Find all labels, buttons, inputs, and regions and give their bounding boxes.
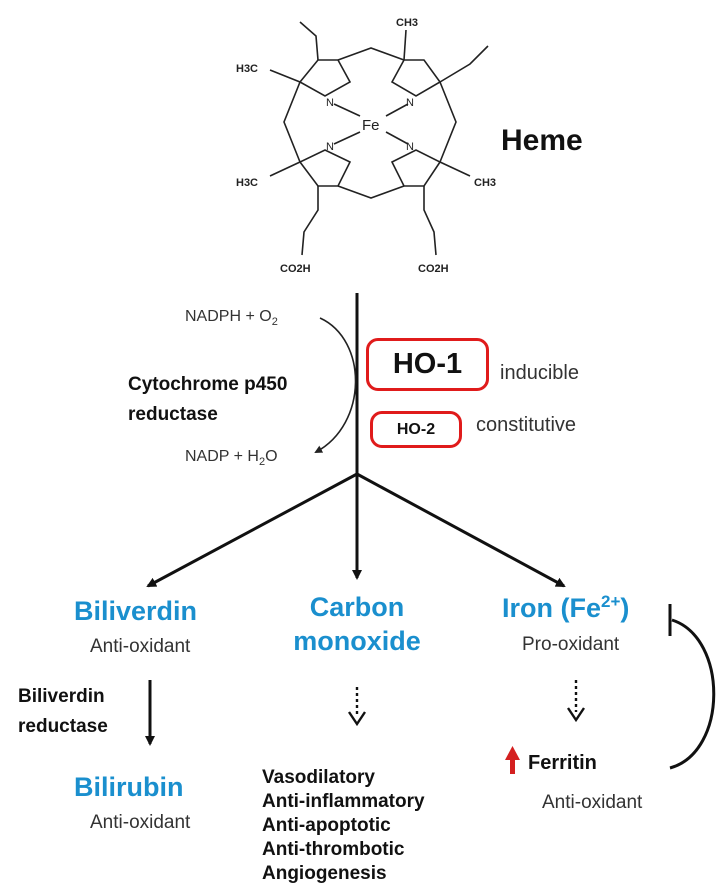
heme-title: Heme xyxy=(501,124,583,157)
ho2-box: HO-2 xyxy=(370,411,462,448)
biliverdin-property: Anti-oxidant xyxy=(90,636,191,657)
ho2-description: constitutive xyxy=(476,414,577,436)
ho1-box: HO-1 xyxy=(366,338,489,391)
iron-name: Iron (Fe2+) xyxy=(502,592,629,624)
cofactor-output-subscript: 2 xyxy=(258,456,266,469)
carbon-monoxide-name: Carbon monoxide xyxy=(272,590,442,658)
ho1-description: inducible xyxy=(500,362,579,384)
iron-property: Pro-oxidant xyxy=(522,634,620,655)
iron-name-prefix: Iron (Fe xyxy=(502,593,601,623)
carbon-monoxide-line1: Carbon xyxy=(309,592,405,622)
dotted-arrowhead-carbon-monoxide xyxy=(348,711,366,727)
biliverdin-reductase-line1: Biliverdin xyxy=(18,686,105,707)
cytochrome-line2: reductase xyxy=(128,404,218,425)
effect-item: Anti-apoptotic xyxy=(262,815,391,836)
cofactor-curved-arrow xyxy=(314,317,357,453)
bilirubin-name: Bilirubin xyxy=(74,772,184,802)
ho1-label: HO-1 xyxy=(392,348,463,380)
bilirubin-property: Anti-oxidant xyxy=(90,812,191,833)
cytochrome-line1: Cytochrome p450 xyxy=(128,374,288,395)
heme-structure xyxy=(269,21,489,256)
n-label-tr: N xyxy=(406,97,414,109)
cofactor-output-text: NADP + H xyxy=(185,448,259,465)
n-label-br: N xyxy=(406,141,414,153)
ch3-right-bottom-label: CH3 xyxy=(474,177,496,189)
biliverdin-reductase-line2: reductase xyxy=(18,716,108,737)
co2h-left-label: CO2H xyxy=(280,263,311,275)
cytochrome-reductase-label: Cytochrome p450 reductase xyxy=(128,370,287,430)
n-label-bl: N xyxy=(326,141,334,153)
arrow-to-biliverdin xyxy=(146,472,358,588)
fe-label: Fe xyxy=(362,117,380,134)
carbon-monoxide-effects: Vasodilatory Anti-inflammatory Anti-apop… xyxy=(262,766,425,886)
biliverdin-name: Biliverdin xyxy=(74,596,198,626)
dotted-arrowhead-iron xyxy=(567,707,585,723)
h3c-left-bottom-label: H3C xyxy=(236,177,258,189)
biliverdin-reductase-label: Biliverdin reductase xyxy=(18,682,108,742)
co2h-right-label: CO2H xyxy=(418,263,449,275)
ferritin-property: Anti-oxidant xyxy=(542,792,643,813)
cofactor-input-subscript: 2 xyxy=(271,316,278,329)
feedback-inhibition-arc xyxy=(669,618,716,770)
ch3-top-label: CH3 xyxy=(396,17,418,29)
arrow-to-iron xyxy=(356,472,566,588)
effect-item: Anti-thrombotic xyxy=(262,839,405,860)
cofactor-input: NADPH + O2 xyxy=(185,308,278,328)
h3c-left-top-label: H3C xyxy=(236,63,258,75)
carbon-monoxide-line2: monoxide xyxy=(293,626,421,656)
iron-charge: 2+ xyxy=(601,592,621,611)
cofactor-output-suffix: O xyxy=(265,448,278,465)
ferritin-name: Ferritin xyxy=(528,752,597,774)
effect-item: Angiogenesis xyxy=(262,863,387,884)
effect-item: Anti-inflammatory xyxy=(262,791,425,812)
iron-name-suffix: ) xyxy=(620,593,630,623)
n-label-tl: N xyxy=(326,97,334,109)
increase-arrow-icon xyxy=(505,746,520,774)
ho2-label: HO-2 xyxy=(396,420,436,438)
cofactor-input-text: NADPH + O xyxy=(185,308,272,325)
effect-item: Vasodilatory xyxy=(262,767,375,788)
cofactor-output: NADP + H2O xyxy=(185,448,278,468)
